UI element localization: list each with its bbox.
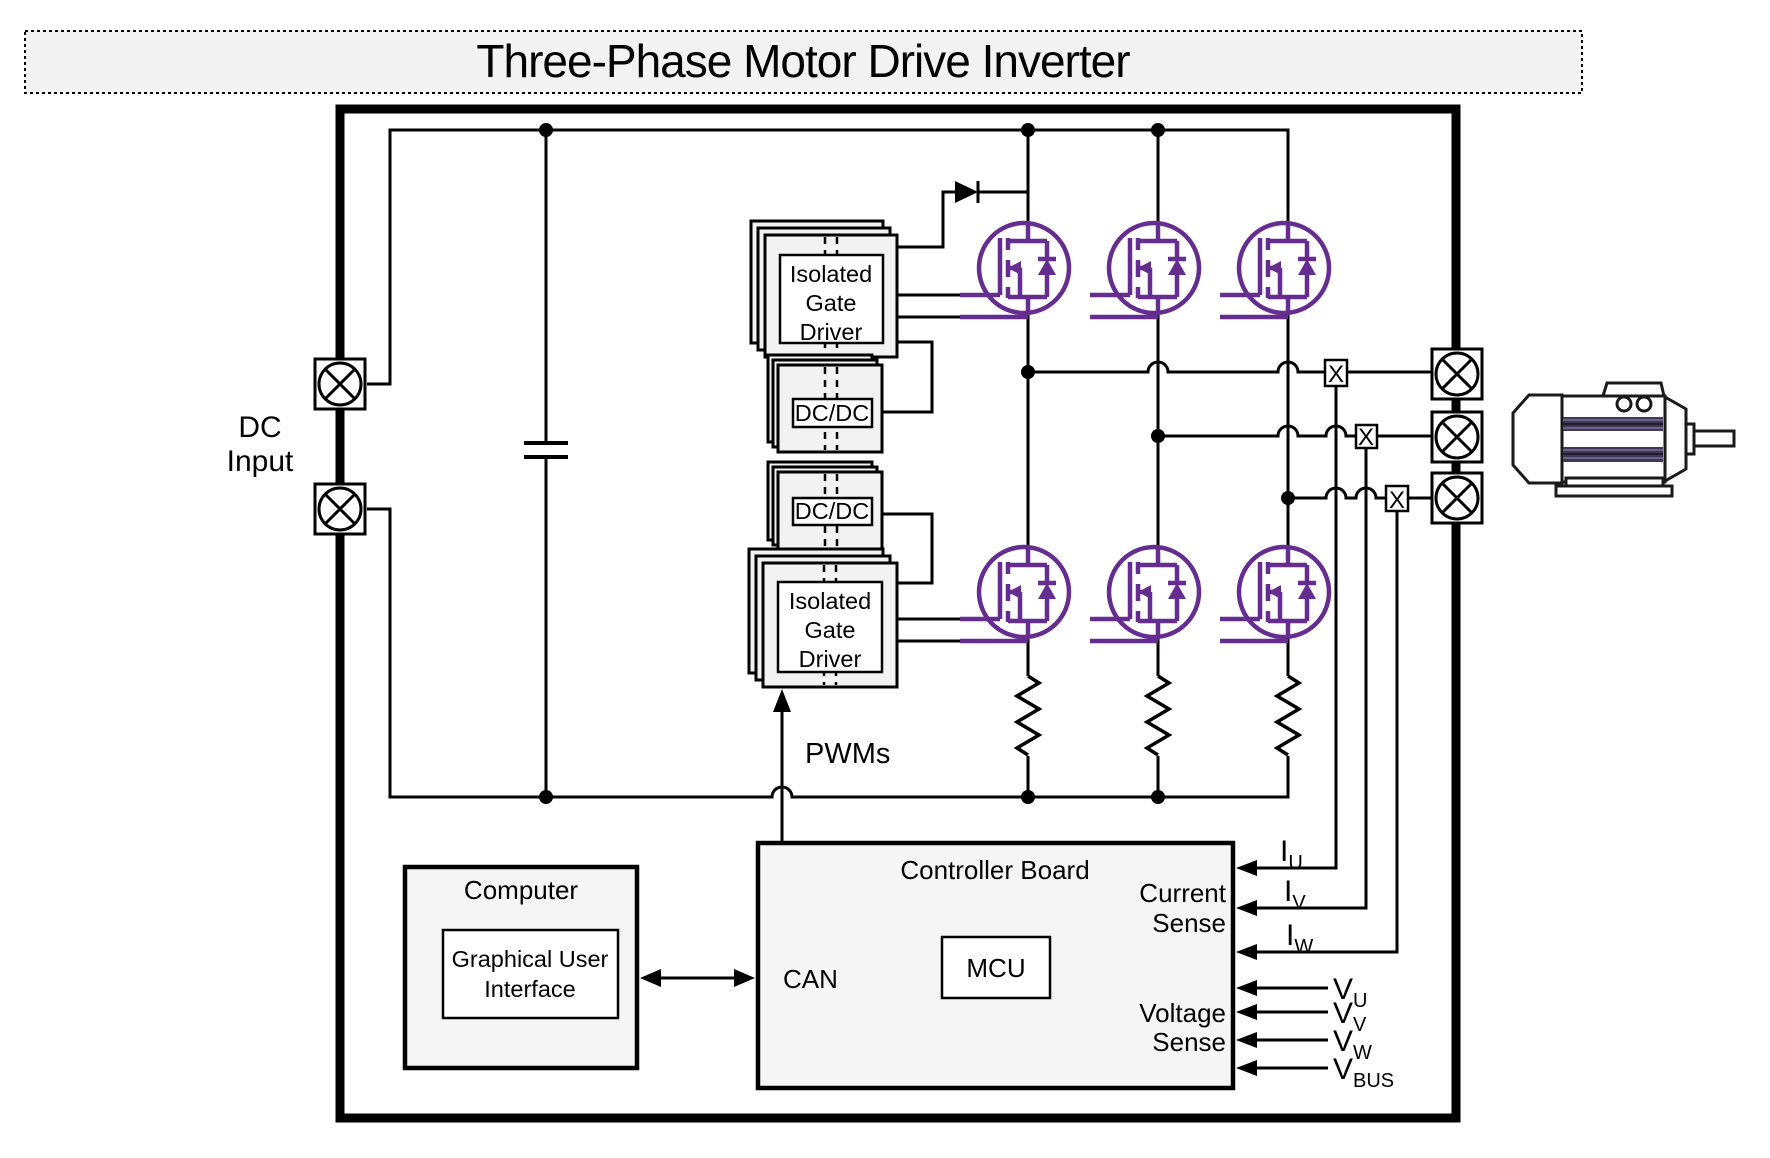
phase-terminal-icon	[1430, 471, 1484, 525]
resistor-icon	[1275, 674, 1301, 757]
title-banner: Three-Phase Motor Drive Inverter	[24, 30, 1583, 94]
mosfet-icon	[1220, 547, 1329, 641]
pwms-label: PWMs	[805, 738, 890, 770]
inverter-enclosure	[335, 104, 1461, 1123]
motor-icon	[1511, 381, 1736, 498]
pwm-arrow-icon	[773, 689, 791, 712]
controller-board: Controller Board CAN MCU Current Sense V…	[755, 840, 1257, 1091]
gate-driver-top: Isolated Gate Driver	[749, 219, 899, 359]
sense-signal-labels: IU IV IW VU VV VW VBUS	[1280, 835, 1394, 1092]
mosfet-icon	[1220, 223, 1329, 317]
voltage-sense-label: Sense	[1152, 1027, 1226, 1057]
phase-output-terminals	[1430, 347, 1484, 525]
mosfet-bridge	[960, 223, 1329, 641]
diode-icon	[955, 181, 980, 203]
junction-dots	[539, 123, 1295, 804]
gate-driver-label: Gate	[806, 290, 857, 316]
can-label: CAN	[783, 964, 838, 994]
vbus-label: VBUS	[1333, 1053, 1394, 1092]
dcdc-label: DC/DC	[795, 498, 869, 524]
vw-label: VW	[1333, 1025, 1372, 1064]
mosfet-icon	[1090, 223, 1199, 317]
sense-wires	[1256, 386, 1399, 1070]
shunt-resistor-icons	[1015, 674, 1301, 757]
current-sensor-icon: X	[1358, 424, 1374, 451]
mosfet-icon	[960, 547, 1069, 641]
gui-label: Graphical User	[452, 946, 609, 972]
current-sensor-icon: X	[1389, 487, 1405, 514]
voltage-sense-label: Voltage	[1139, 998, 1226, 1028]
current-sensors: X X X	[1323, 358, 1410, 514]
page-title: Three-Phase Motor Drive Inverter	[476, 35, 1130, 87]
resistor-icon	[1015, 674, 1041, 757]
gate-driver-bottom: Isolated Gate Driver	[747, 547, 899, 689]
controller-board-title: Controller Board	[900, 855, 1089, 885]
dcdc-label: DC/DC	[795, 400, 869, 426]
phase-leg-wires	[1026, 313, 1433, 676]
gate-drive-wires	[780, 190, 1028, 843]
iv-label: IV	[1284, 875, 1306, 914]
dcdc-top: DC/DC	[766, 353, 884, 454]
current-sense-label: Current	[1139, 878, 1226, 908]
phase-terminal-icon	[1430, 410, 1484, 464]
gate-driver-label: Gate	[805, 617, 856, 643]
gate-driver-label: Driver	[800, 319, 863, 345]
dc-input-label: DC	[238, 411, 281, 444]
dc-input-label: Input	[227, 445, 294, 478]
computer-label: Computer	[464, 875, 578, 905]
current-sensor-icon: X	[1328, 361, 1344, 388]
mcu-label: MCU	[966, 953, 1025, 983]
capacitor-icon	[524, 441, 568, 459]
vu-label: VU	[1333, 973, 1367, 1012]
resistor-icon	[1145, 674, 1171, 757]
iw-label: IW	[1286, 919, 1313, 958]
mosfet-icon	[960, 223, 1069, 317]
motor-fins	[1563, 417, 1663, 462]
computer-box: Computer Graphical User Interface	[402, 864, 640, 1071]
gate-driver-label: Driver	[799, 646, 862, 672]
gui-label: Interface	[484, 976, 575, 1002]
dcdc-bottom: DC/DC	[766, 460, 884, 552]
vv-label: VV	[1333, 997, 1367, 1036]
gate-driver-label: Isolated	[790, 261, 872, 287]
phase-terminal-icon	[1430, 347, 1484, 401]
gate-driver-label: Isolated	[789, 588, 871, 614]
iu-label: IU	[1280, 835, 1303, 874]
dc-input-terminals: DC Input	[227, 357, 367, 536]
dc-terminal-icon	[313, 482, 367, 536]
mosfet-icon	[1090, 547, 1199, 641]
dc-bus-wires	[367, 128, 1290, 799]
can-link-arrow	[640, 969, 755, 987]
dc-terminal-icon	[313, 357, 367, 411]
current-sense-label: Sense	[1152, 908, 1226, 938]
